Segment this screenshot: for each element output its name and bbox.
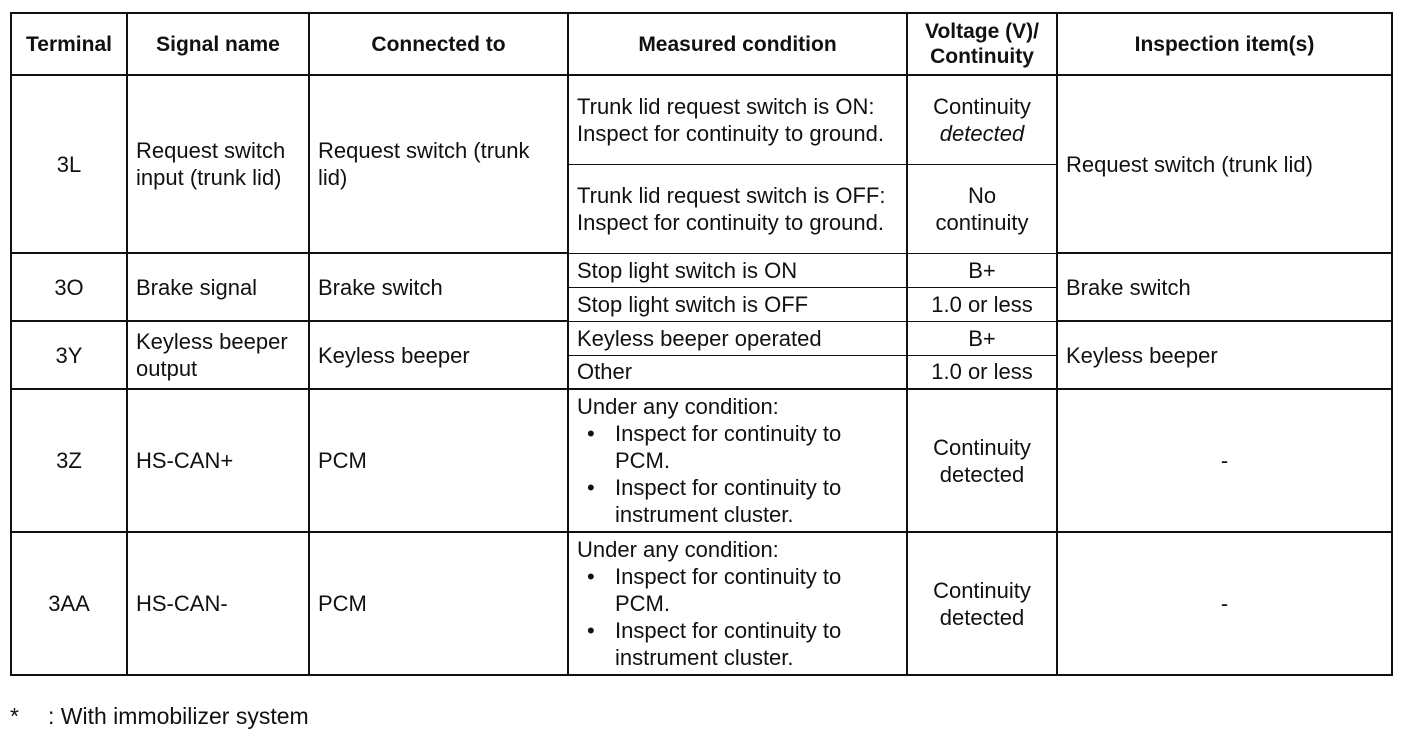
condition-bullet-list: Inspect for continuity to PCM. Inspect f… [577,563,898,671]
condition-intro: Under any condition: [577,537,779,562]
header-terminal: Terminal [10,12,128,76]
connected-to-cell: Request switch (trunk lid) [308,74,569,254]
value-line: Continuity [933,93,1031,119]
condition-intro: Under any condition: [577,394,779,419]
inspection-cell: Keyless beeper [1056,320,1393,390]
value-cell: Continuity detected [906,74,1058,165]
value-line: Continuity [933,434,1031,460]
table-row: 3AA HS-CAN- PCM Under any condition: Ins… [10,531,1393,676]
condition-bullet-list: Inspect for continuity to PCM. Inspect f… [577,420,898,528]
connected-to-cell: Brake switch [308,252,569,322]
terminal-cell: 3O [10,252,128,322]
terminal-cell: 3Z [10,388,128,533]
condition-cell: Keyless beeper operated [567,320,908,356]
value-cell: No continuity [906,163,1058,254]
terminal-cell: 3L [10,74,128,254]
header-voltage-continuity: Voltage (V)/ Continuity [906,12,1058,76]
inspection-cell: - [1056,531,1393,676]
condition-cell: Under any condition: Inspect for continu… [567,531,908,676]
connected-to-cell: PCM [308,531,569,676]
connected-to-cell: Keyless beeper [308,320,569,390]
value-line: No [967,182,997,208]
header-voltage-line2: Continuity [930,45,1034,68]
value-cell: B+ [906,320,1058,356]
inspection-cell: - [1056,388,1393,533]
value-cell: 1.0 or less [906,286,1058,322]
table-row: 3O Brake signal Brake switch Stop light … [10,252,1393,322]
table-header-row: Terminal Signal name Connected to Measur… [10,12,1393,76]
connected-to-cell: PCM [308,388,569,533]
table-row: 3L Request switch input (trunk lid) Requ… [10,74,1393,254]
footnote-text: : With immobilizer system [48,703,309,729]
footnote: * : With immobilizer system [10,703,309,730]
signal-name-cell: HS-CAN- [126,531,310,676]
value-cell: 1.0 or less [906,354,1058,390]
condition-bullet: Inspect for continuity to instrument clu… [587,617,898,671]
condition-cell: Stop light switch is OFF [567,286,908,322]
table-row: 3Y Keyless beeper output Keyless beeper … [10,320,1393,390]
signal-name-cell: Brake signal [126,252,310,322]
signal-name-cell: Request switch input (trunk lid) [126,74,310,254]
condition-cell: Trunk lid request switch is ON: Inspect … [567,74,908,165]
value-line: continuity [935,209,1029,235]
footnote-symbol: * [10,703,19,729]
terminal-spec-table: Terminal Signal name Connected to Measur… [10,12,1393,676]
header-connected-to: Connected to [308,12,569,76]
table-row: Other 1.0 or less [11,354,1392,390]
header-inspection-items: Inspection item(s) [1056,12,1393,76]
signal-name-cell: Keyless beeper output [126,320,310,390]
signal-name-cell: HS-CAN+ [126,388,310,533]
table-row: 3Z HS-CAN+ PCM Under any condition: Insp… [10,388,1393,533]
condition-bullet: Inspect for continuity to PCM. [587,563,898,617]
value-cell: Continuity detected [906,531,1058,676]
value-cell: Continuity detected [906,388,1058,533]
value-line: detected [939,604,1025,630]
value-cell: B+ [906,252,1058,288]
condition-cell: Other [567,354,908,390]
header-signal-name: Signal name [126,12,310,76]
header-measured-condition: Measured condition [567,12,908,76]
inspection-cell: Request switch (trunk lid) [1056,74,1393,254]
value-line: detected [939,461,1025,487]
inspection-cell: Brake switch [1056,252,1393,322]
terminal-cell: 3AA [10,531,128,676]
condition-cell: Stop light switch is ON [567,252,908,288]
terminal-cell: 3Y [10,320,128,390]
condition-cell: Trunk lid request switch is OFF: Inspect… [567,163,908,254]
condition-bullet: Inspect for continuity to instrument clu… [587,474,898,528]
value-line: detected [939,120,1025,146]
condition-cell: Under any condition: Inspect for continu… [567,388,908,533]
condition-bullet: Inspect for continuity to PCM. [587,420,898,474]
value-line: Continuity [933,577,1031,603]
header-voltage-line1: Voltage (V)/ [925,20,1039,43]
